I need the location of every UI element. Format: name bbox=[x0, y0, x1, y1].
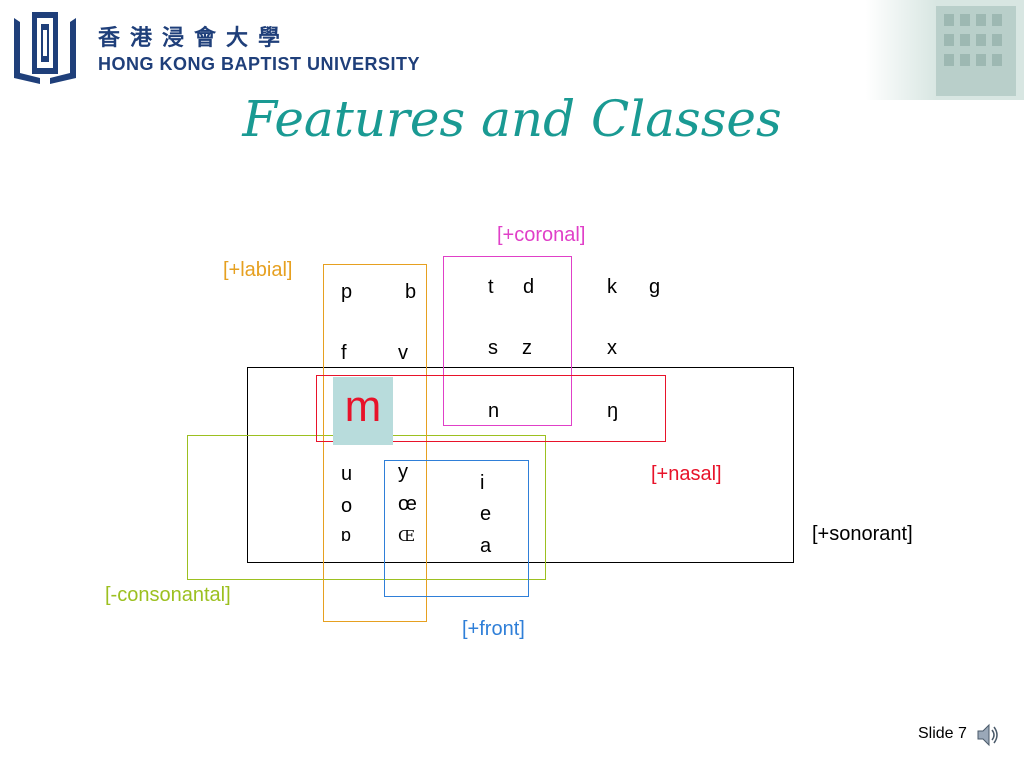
phoneme-OE: Œ bbox=[398, 527, 416, 545]
phoneme-k: k bbox=[607, 276, 617, 298]
phoneme-u: u bbox=[341, 463, 353, 485]
label-coronal: [+coronal] bbox=[497, 224, 586, 246]
label-front: [+front] bbox=[462, 618, 525, 640]
phoneme-i: i bbox=[480, 472, 485, 494]
phoneme-x: x bbox=[607, 337, 617, 359]
phoneme-oe: œ bbox=[398, 493, 417, 515]
slide-title: Features and Classes bbox=[242, 90, 782, 148]
label-consonantal: [-consonantal] bbox=[105, 584, 231, 606]
label-labial: [+labial] bbox=[223, 259, 293, 281]
phoneme-f: f bbox=[341, 342, 347, 364]
label-sonorant: [+sonorant] bbox=[812, 523, 913, 545]
nasal-box bbox=[316, 375, 666, 442]
hkbu-logo-icon bbox=[10, 8, 80, 86]
phoneme-e: e bbox=[480, 503, 492, 525]
phoneme-n: n bbox=[488, 400, 500, 422]
phoneme-t: t bbox=[488, 276, 494, 298]
sonorant-box bbox=[247, 367, 794, 563]
university-name-english: HONG KONG BAPTIST UNIVERSITY bbox=[98, 54, 421, 74]
university-name-chinese: 香港浸會大學 bbox=[98, 25, 291, 51]
phoneme-p: p bbox=[341, 281, 353, 303]
phoneme-a: a bbox=[480, 535, 492, 557]
coronal-box bbox=[443, 256, 572, 426]
front-box bbox=[384, 460, 529, 597]
phoneme-b: b bbox=[405, 281, 417, 303]
phoneme-m: m bbox=[344, 382, 382, 431]
phoneme-o: o bbox=[341, 495, 353, 517]
phoneme-g: g bbox=[649, 276, 661, 298]
phoneme-d: d bbox=[523, 276, 535, 298]
labial-box bbox=[323, 264, 427, 622]
slide-number: Slide 7 bbox=[918, 725, 967, 742]
phoneme-open-o: ɒ bbox=[341, 525, 352, 545]
nasal-labial-highlight bbox=[333, 377, 393, 445]
label-nasal: [+nasal] bbox=[651, 463, 722, 485]
phoneme-v: v bbox=[398, 342, 408, 364]
campus-photo bbox=[866, 0, 1024, 100]
phoneme-ng: ŋ bbox=[607, 400, 619, 422]
speaker-icon[interactable] bbox=[976, 722, 1000, 748]
phoneme-y: y bbox=[398, 461, 408, 483]
phoneme-z: z bbox=[522, 337, 532, 359]
phoneme-s: s bbox=[488, 337, 498, 359]
